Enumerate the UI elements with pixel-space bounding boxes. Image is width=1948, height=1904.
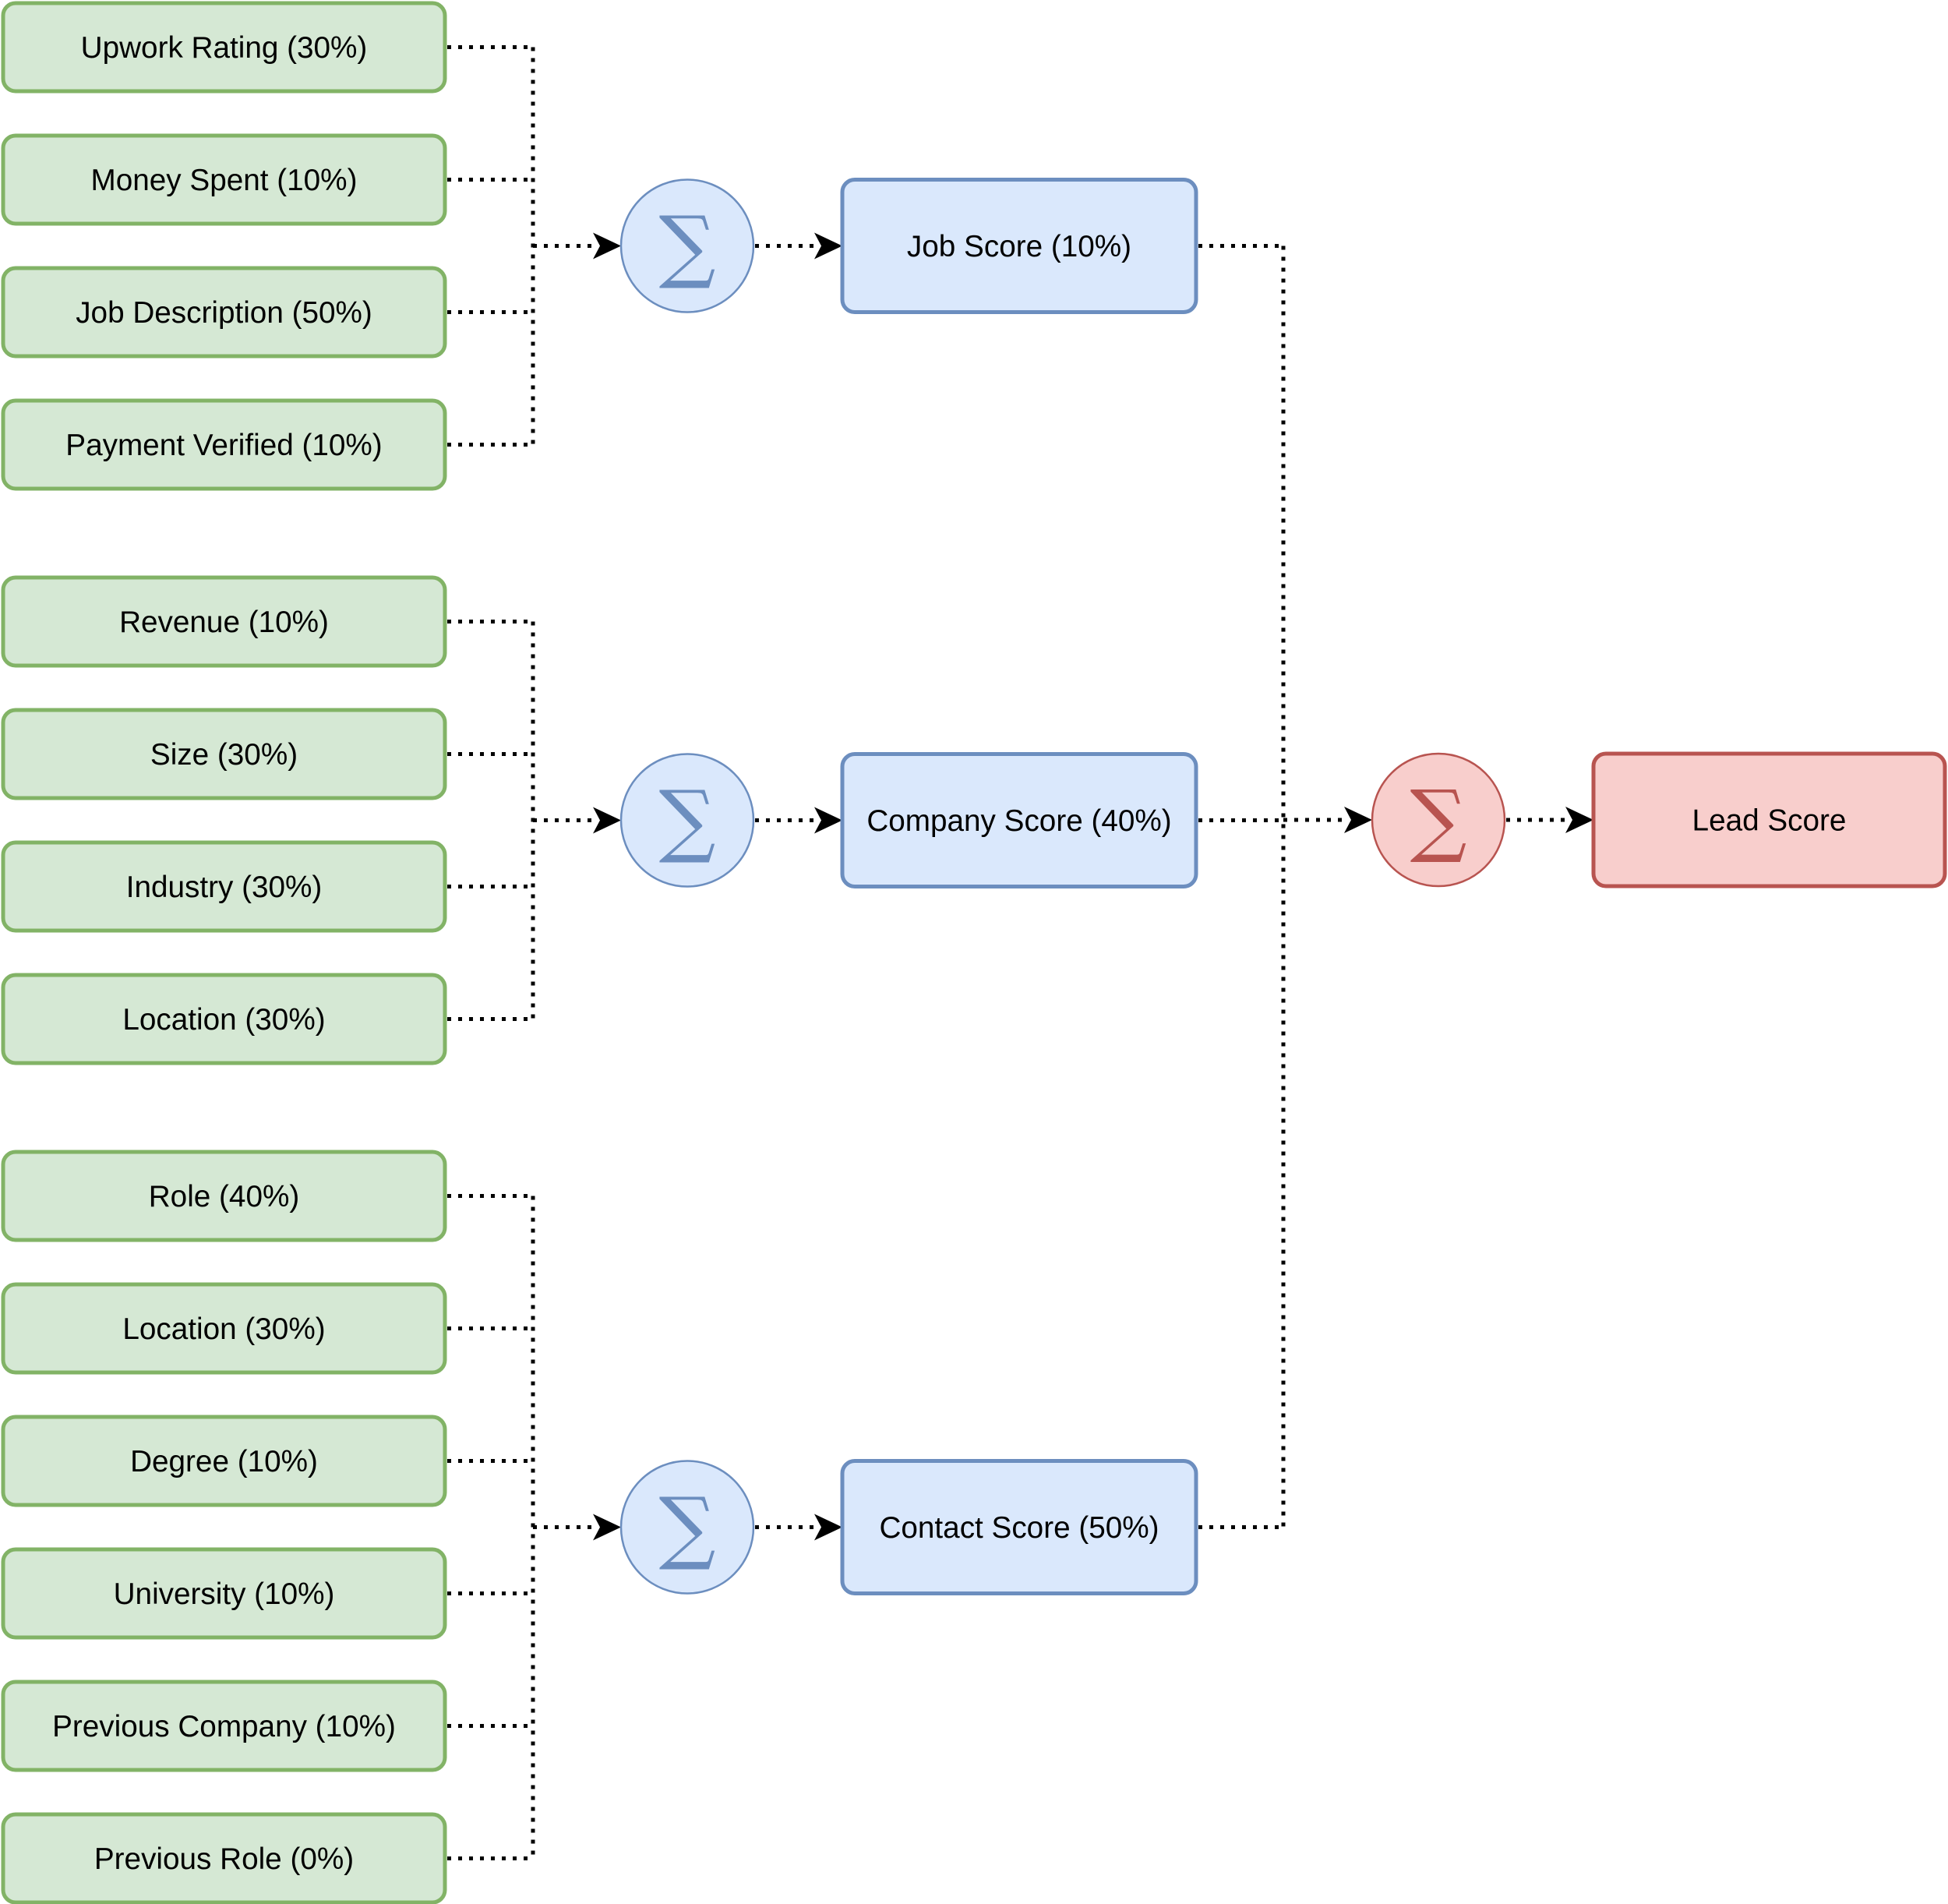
score-label: Job Score (10%): [907, 230, 1131, 263]
input-box-company-0: Revenue (10%): [1, 575, 447, 668]
input-box-company-3-shape: [1, 973, 447, 1065]
input-label: Money Spent (10%): [91, 164, 358, 197]
input-box-company-0-shape: [1, 575, 447, 668]
input-box-job-0-shape: [1, 1, 447, 94]
arrow-to-score-job: [814, 232, 842, 260]
input-box-company-2: Industry (30%): [1, 840, 447, 933]
arrow-to-sum-job: [593, 232, 621, 260]
input-box-job-3-shape: [1, 398, 447, 491]
arrow-to-score-company: [814, 807, 842, 834]
input-box-company-2-shape: [1, 840, 447, 933]
arrow-to-lead-score: [1565, 807, 1593, 833]
connector-layer: [447, 45, 1593, 1860]
input-label: Payment Verified (10%): [65, 429, 382, 462]
sum-node-contact-circle: [619, 1460, 755, 1595]
input-label: Degree (10%): [130, 1445, 318, 1478]
input-box-job-0: Upwork Rating (30%): [1, 1, 447, 94]
sigma-icon: ∑: [659, 774, 716, 867]
sum-node-company-circle: [619, 753, 755, 888]
input-box-job-3: Payment Verified (10%): [1, 398, 447, 491]
sum-node-job-circle: [619, 178, 755, 313]
input-label: Industry (30%): [126, 871, 323, 904]
input-box-job-1: Money Spent (10%): [1, 133, 447, 226]
sum-node-job: ∑: [619, 178, 755, 313]
input-box-contact-5: Previous Role (0%): [1, 1812, 447, 1904]
sum-node-lead-circle: [1371, 752, 1506, 888]
score-box-contact-shape: [840, 1459, 1198, 1595]
input-box-contact-4: Previous Company (10%): [1, 1680, 447, 1772]
input-box-contact-1: Location (30%): [1, 1282, 447, 1375]
score-label: Company Score (40%): [866, 804, 1171, 838]
input-box-contact-0-shape: [1, 1150, 447, 1242]
score-box-company-shape: [840, 752, 1198, 888]
arrow-to-lead-sum: [1344, 807, 1372, 833]
input-label: Previous Company (10%): [52, 1710, 396, 1743]
input-label: Revenue (10%): [119, 606, 329, 639]
input-box-job-2: Job Description (50%): [1, 266, 447, 359]
sigma-icon: ∑: [1410, 774, 1467, 867]
input-box-company-1: Size (30%): [1, 708, 447, 800]
input-box-company-1-shape: [1, 708, 447, 800]
sum-node-lead: ∑: [1371, 752, 1506, 888]
arrow-to-sum-contact: [593, 1514, 621, 1541]
score-box-job: Job Score (10%): [840, 178, 1198, 314]
input-box-contact-3: University (10%): [1, 1547, 447, 1640]
input-label: Role (40%): [149, 1180, 300, 1213]
input-box-job-1-shape: [1, 133, 447, 226]
score-box-contact: Contact Score (50%): [840, 1459, 1198, 1595]
score-box-company: Company Score (40%): [840, 752, 1198, 888]
arrow-to-sum-company: [593, 807, 621, 834]
lead-score-label: Lead Score: [1692, 804, 1847, 838]
input-label: Job Description (50%): [76, 296, 372, 330]
input-box-contact-3-shape: [1, 1547, 447, 1640]
input-label: Size (30%): [150, 738, 298, 772]
input-box-job-2-shape: [1, 266, 447, 359]
sigma-icon: ∑: [659, 200, 716, 292]
lead-score-box: Lead Score: [1591, 751, 1947, 888]
input-label: Location (30%): [122, 1003, 325, 1037]
input-box-contact-0: Role (40%): [1, 1150, 447, 1242]
sum-node-contact: ∑: [619, 1460, 755, 1595]
score-label: Contact Score (50%): [879, 1511, 1159, 1545]
sigma-icon: ∑: [659, 1481, 716, 1574]
input-box-company-3: Location (30%): [1, 973, 447, 1065]
sum-node-company: ∑: [619, 753, 755, 888]
input-label: University (10%): [114, 1577, 335, 1611]
input-box-contact-1-shape: [1, 1282, 447, 1375]
input-label: Location (30%): [122, 1312, 325, 1346]
input-box-contact-2-shape: [1, 1415, 447, 1507]
input-label: Previous Role (0%): [94, 1842, 354, 1876]
lead-score-box-shape: [1591, 751, 1947, 888]
input-label: Upwork Rating (30%): [81, 31, 368, 65]
score-box-job-shape: [840, 178, 1198, 314]
input-box-contact-4-shape: [1, 1680, 447, 1772]
input-box-contact-5-shape: [1, 1812, 447, 1904]
input-box-contact-2: Degree (10%): [1, 1415, 447, 1507]
arrow-to-score-contact: [814, 1514, 842, 1541]
